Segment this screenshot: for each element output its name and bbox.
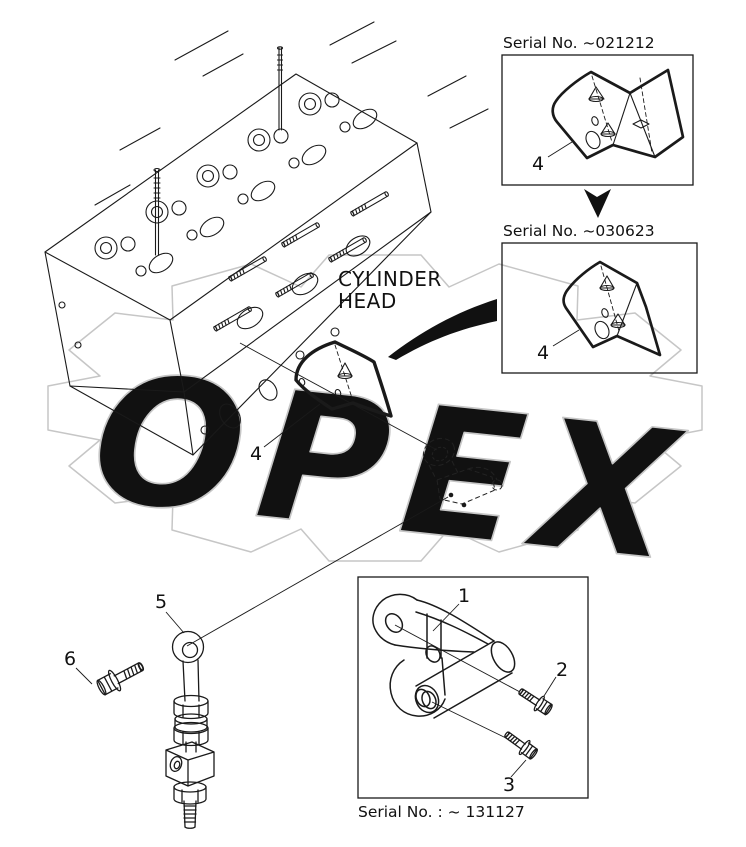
inset-middle-part4-drawing (562, 260, 662, 357)
sketch-marks (94, 21, 489, 206)
gear-outline (47, 254, 703, 562)
watermark-text: OPEX (84, 334, 699, 602)
inset-middle-part4-callout: 4 (537, 342, 549, 364)
ghost-assembly-outline (422, 437, 503, 508)
part5-callout: 5 (155, 591, 167, 613)
inset-middle-box (501, 242, 698, 374)
curved-arrow (388, 299, 497, 360)
inset-bottom-part3-callout: 3 (503, 774, 515, 796)
down-arrow (584, 189, 611, 218)
part4-main-callout: 4 (250, 443, 262, 465)
inset-bottom-bolt3 (500, 726, 541, 763)
inset-top-box (501, 54, 694, 186)
part4-main-leader (263, 403, 321, 448)
inset-bottom-bracket-drawing (372, 593, 516, 719)
part4-bracket-plate (294, 340, 393, 418)
part6-callout: 6 (64, 648, 76, 670)
part6-bolt (93, 654, 149, 700)
inset-bottom-part1-callout: 1 (458, 585, 470, 607)
inset-middle-serial-label: Serial No. ~030623 (503, 222, 655, 240)
valve-springs (94, 92, 340, 260)
upright-studs (153, 46, 284, 256)
inset-middle-part4-leader (552, 329, 580, 347)
cylinder-head-drawing (44, 21, 489, 456)
rocker-bosses (135, 108, 378, 277)
inset-top-part4-leader (547, 141, 573, 158)
inset-top-part4-callout: 4 (532, 153, 544, 175)
inset-bottom-serial-label: Serial No. : ~ 131127 (358, 803, 525, 821)
inset-bottom-box (357, 576, 589, 799)
part5-leader (165, 611, 185, 634)
inset-bottom-part2-callout: 2 (556, 659, 568, 681)
part5-rod-assembly (165, 630, 215, 829)
inset-bottom-leader-lines (394, 603, 557, 778)
inset-top-part4-drawing (551, 68, 685, 160)
cylinder-head-label-line2: HEAD (338, 289, 397, 313)
part6-leader (75, 667, 93, 685)
cylinder-head-label-line1: CYLINDER (338, 267, 442, 291)
inset-top-serial-label: Serial No. ~021212 (503, 34, 655, 52)
